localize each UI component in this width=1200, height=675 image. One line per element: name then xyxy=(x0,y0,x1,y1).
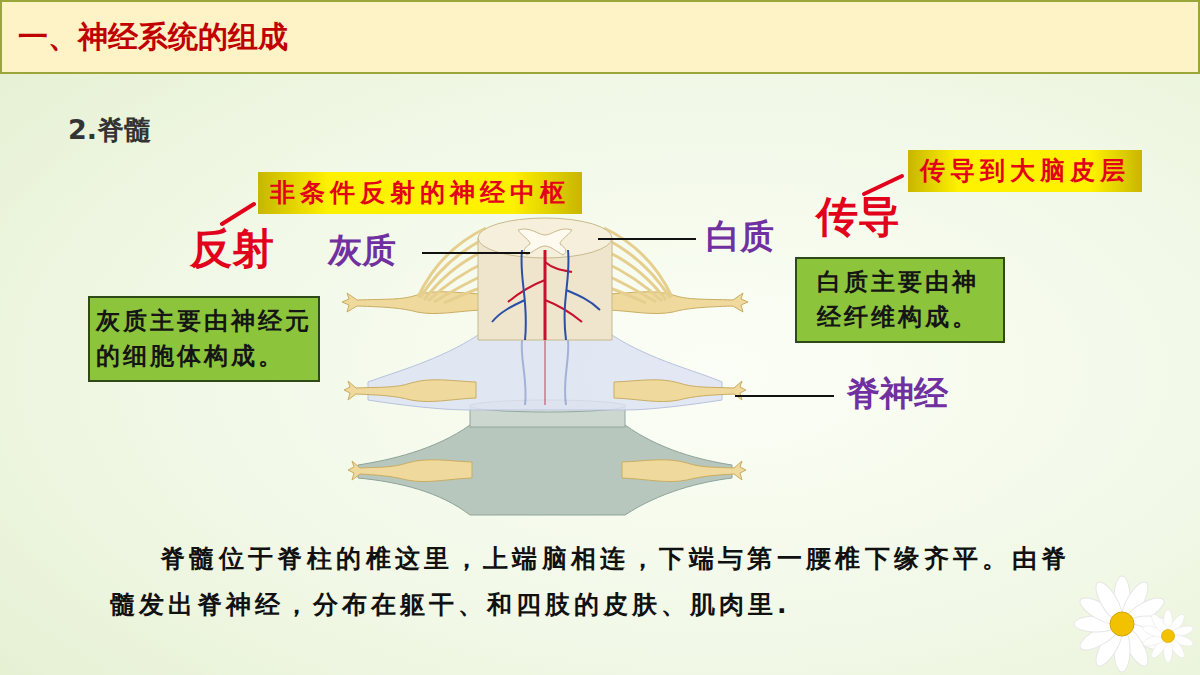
function-label: 传导 xyxy=(816,192,900,242)
box-text: 传导到大脑皮层 xyxy=(920,156,1130,186)
section-heading: 2.脊髓 xyxy=(68,114,151,146)
arachnoid-membrane xyxy=(544,340,546,405)
leader-line xyxy=(598,238,696,240)
slide-title: 一、神经系统的组成 xyxy=(18,19,288,55)
box-text: 白质主要由神经纤维构成。 xyxy=(817,265,983,335)
spinal-nerve xyxy=(622,460,746,482)
leader-line xyxy=(735,395,834,397)
box-text: 灰质主要由神经元的细胞体构成。 xyxy=(96,304,312,374)
body-text: 脊髓位于脊柱的椎这里，上端脑相连，下端与第一腰椎下缘齐平。由脊髓发出脊神经，分布… xyxy=(110,536,1070,628)
leader-line xyxy=(422,252,530,254)
spinal-nerve xyxy=(344,380,476,402)
daisy-decoration xyxy=(1142,610,1195,663)
spinal-cord xyxy=(478,218,612,340)
red-pointer-line xyxy=(222,176,902,224)
part-label: 白质 xyxy=(706,216,774,257)
leader-line xyxy=(422,239,834,396)
function-label: 反射 xyxy=(190,224,274,274)
nerve-rootlets xyxy=(418,228,486,303)
daisy-decoration xyxy=(1110,612,1134,636)
part-label: 脊神经 xyxy=(846,373,948,414)
red-pointer-line xyxy=(864,176,902,194)
daisy-decoration xyxy=(1142,610,1195,663)
spinal-cord xyxy=(492,250,600,340)
title-band: 一、神经系统的组成 xyxy=(0,0,1200,74)
red-pointer-line xyxy=(222,204,254,224)
spinal-nerve xyxy=(614,380,746,402)
spinal-nerve xyxy=(348,460,472,482)
part-label: 灰质 xyxy=(328,230,396,271)
box-text: 非条件反射的神经中枢 xyxy=(270,178,570,208)
dura-mater xyxy=(358,400,732,515)
daisy-decoration xyxy=(1074,576,1170,672)
daisy-decoration xyxy=(1074,576,1170,672)
arachnoid-membrane xyxy=(522,340,569,405)
note-box: 白质主要由神经纤维构成。 xyxy=(795,257,1005,343)
callout-box: 传导到大脑皮层 xyxy=(908,150,1142,192)
note-box: 灰质主要由神经元的细胞体构成。 xyxy=(88,296,320,382)
daisy-decoration xyxy=(1161,629,1174,642)
callout-box: 非条件反射的神经中枢 xyxy=(258,172,582,214)
